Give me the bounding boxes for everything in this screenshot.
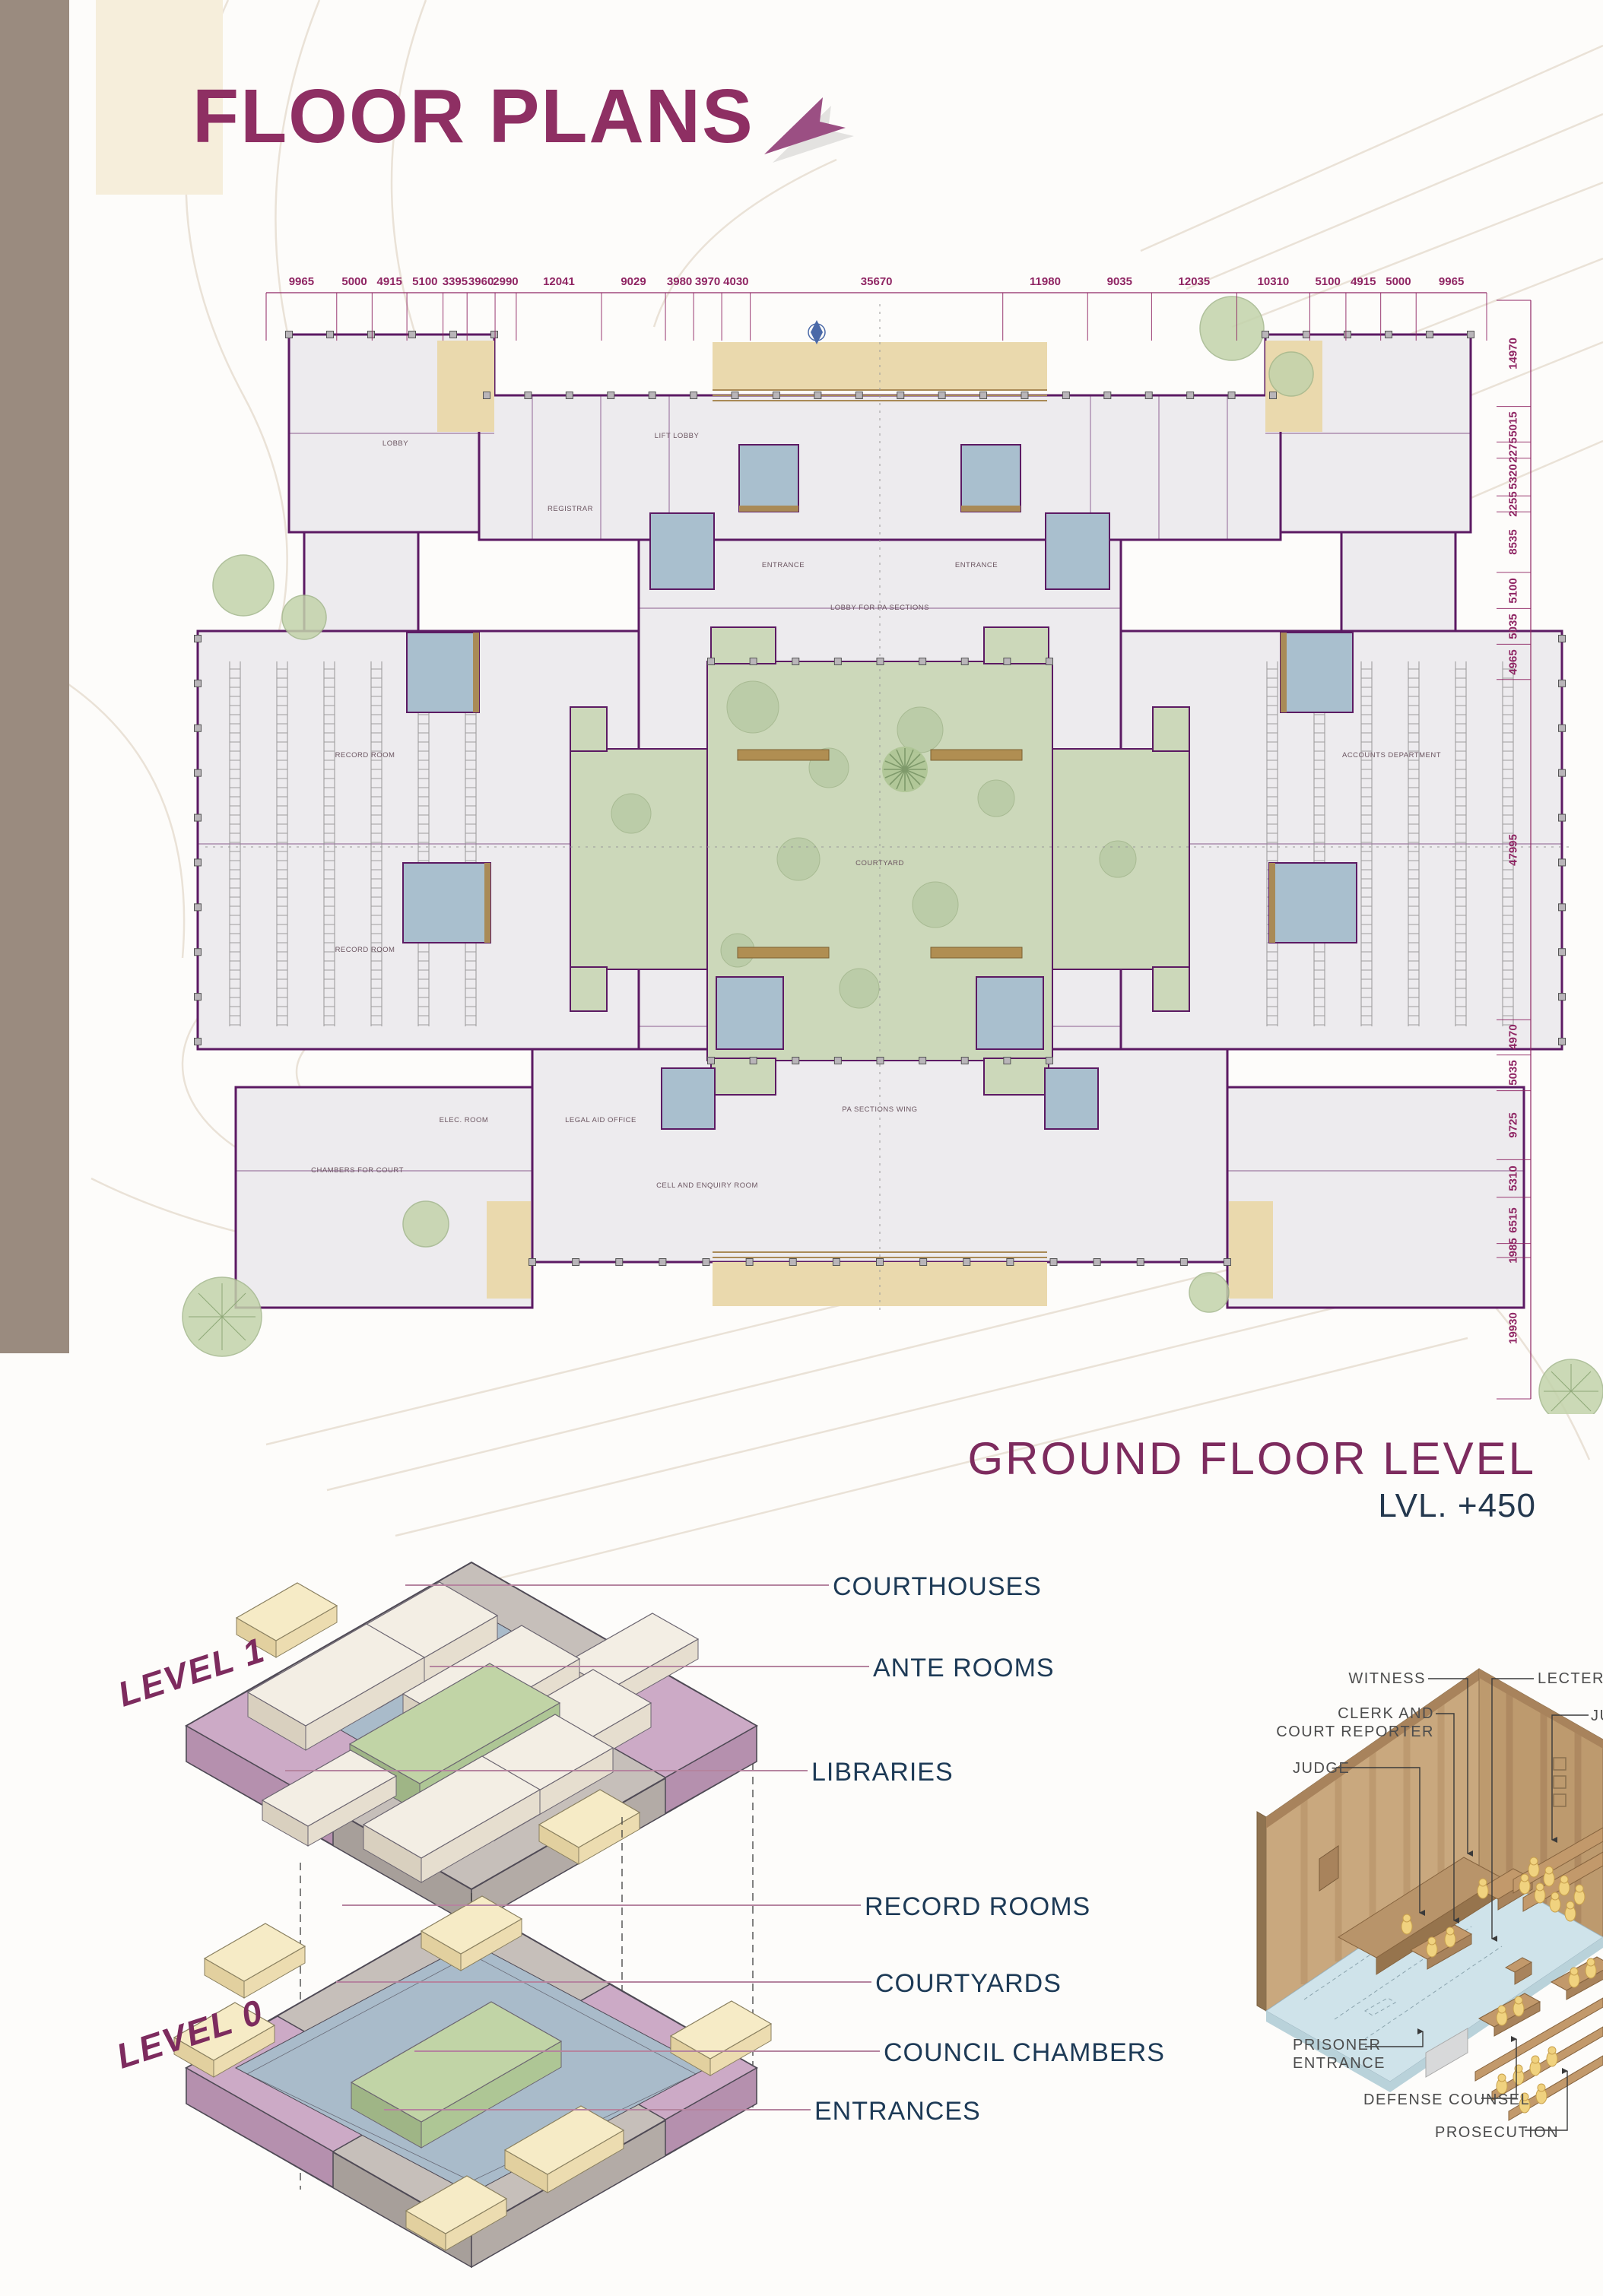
dim-top-value: 3970 bbox=[694, 275, 721, 288]
dim-top-value: 11980 bbox=[1030, 275, 1061, 288]
section-level: LVL. +450 bbox=[1378, 1487, 1536, 1524]
dim-right-value: 5035 bbox=[1506, 614, 1520, 639]
dim-top-value: 3395 bbox=[442, 275, 468, 288]
svg-text:ENTRANCE: ENTRANCE bbox=[762, 561, 805, 569]
axon-label-courtyards: COURTYARDS bbox=[875, 1969, 1062, 1998]
dim-right-value: 1985 bbox=[1506, 1238, 1520, 1264]
courtroom-label-jury: JU bbox=[1591, 1708, 1603, 1724]
dim-top-value: 5100 bbox=[1315, 275, 1341, 288]
dim-top-value: 9035 bbox=[1106, 275, 1132, 288]
dim-right-value: 2255 bbox=[1506, 491, 1520, 517]
shelving-rows bbox=[221, 661, 1539, 1026]
dim-right-value: 8535 bbox=[1506, 529, 1520, 555]
svg-text:CHAMBERS FOR COURT: CHAMBERS FOR COURT bbox=[311, 1166, 404, 1175]
svg-text:RECORD ROOM: RECORD ROOM bbox=[335, 946, 395, 954]
svg-text:CELL AND ENQUIRY ROOM: CELL AND ENQUIRY ROOM bbox=[656, 1181, 758, 1190]
dim-right-value: 14970 bbox=[1506, 337, 1520, 369]
title-accent-block bbox=[96, 0, 223, 195]
svg-text:LEGAL AID OFFICE: LEGAL AID OFFICE bbox=[565, 1116, 636, 1124]
axon-diagram bbox=[173, 1561, 773, 2269]
dim-right-value: 4970 bbox=[1506, 1024, 1520, 1051]
section-title: GROUND FLOOR LEVEL bbox=[967, 1433, 1536, 1484]
axon-label-libraries: LIBRARIES bbox=[811, 1758, 954, 1787]
courtroom-label-judge: JUDGE bbox=[1293, 1760, 1351, 1777]
left-accent-bar bbox=[0, 0, 69, 1353]
dim-top-value: 12041 bbox=[543, 275, 575, 288]
dim-top-value: 3980 bbox=[666, 275, 693, 288]
page-title: FLOOR PLANS bbox=[192, 74, 754, 159]
courtyard-benches bbox=[737, 749, 1023, 959]
svg-text:LIFT LOBBY: LIFT LOBBY bbox=[655, 432, 700, 440]
dim-top-value: 5000 bbox=[1386, 275, 1411, 288]
dim-top-value: 4030 bbox=[723, 275, 749, 288]
svg-text:ENTRANCE: ENTRANCE bbox=[955, 561, 998, 569]
svg-text:RECORD ROOM: RECORD ROOM bbox=[335, 751, 395, 760]
courtroom-label-prisoner-entrance: PRISONER ENTRANCE bbox=[1293, 2037, 1386, 2072]
dim-top-value: 5000 bbox=[341, 275, 367, 288]
dim-right-value: 5310 bbox=[1506, 1165, 1520, 1191]
dim-right-value: 5035 bbox=[1506, 1060, 1520, 1086]
courtroom-label-prosecution: PROSECUTION bbox=[1435, 2124, 1560, 2141]
dim-right-value: 4965 bbox=[1506, 649, 1520, 675]
floor-plan: ENTRANCE ENTRANCE LOBBY REGISTRAR LIFT LOBBY… bbox=[182, 292, 1603, 1414]
svg-text:PA SECTIONS WING: PA SECTIONS WING bbox=[842, 1105, 917, 1114]
svg-text:ACCOUNTS DEPARTMENT: ACCOUNTS DEPARTMENT bbox=[1342, 751, 1441, 760]
room-labels: ENTRANCE ENTRANCE LOBBY REGISTRAR LIFT LOBBY… bbox=[311, 432, 1441, 1190]
wall-columns bbox=[194, 331, 1566, 1266]
dim-top-value: 10310 bbox=[1257, 275, 1290, 288]
svg-text:COURTYARD: COURTYARD bbox=[855, 859, 904, 867]
axon-label-record-rooms: RECORD ROOMS bbox=[865, 1892, 1091, 1921]
svg-text:LOBBY: LOBBY bbox=[382, 439, 408, 448]
dim-top-value: 12035 bbox=[1178, 275, 1211, 288]
axon-label-entrances: ENTRANCES bbox=[814, 2097, 981, 2126]
dim-top-value: 5100 bbox=[412, 275, 438, 288]
courtroom-label-witness: WITNESS bbox=[1348, 1670, 1426, 1687]
dim-right-value: 5320 bbox=[1506, 464, 1520, 490]
dim-right-value: 9725 bbox=[1506, 1112, 1520, 1138]
courtroom-label-lectern: LECTERN bbox=[1538, 1670, 1603, 1687]
axon-level1-boxes bbox=[235, 1581, 700, 1883]
dim-right-value: 47995 bbox=[1506, 833, 1520, 866]
dim-top-value: 9965 bbox=[288, 275, 315, 288]
courtroom-label-defense-counsel: DEFENSE COUNSEL bbox=[1363, 2091, 1531, 2108]
dim-right-value: 6515 bbox=[1506, 1207, 1520, 1233]
palm-tree bbox=[882, 747, 928, 792]
dim-top-value: 3960 bbox=[468, 275, 494, 288]
axon-label-council-chambers: COUNCIL CHAMBERS bbox=[884, 2038, 1165, 2067]
courtroom-leader-lines bbox=[1336, 1678, 1589, 2131]
arrow-icon bbox=[764, 97, 854, 163]
dim-top-value: 4915 bbox=[376, 275, 402, 288]
dim-top-value: 4915 bbox=[1351, 275, 1376, 288]
dimension-lines bbox=[265, 292, 1532, 1400]
dim-right-value: 5100 bbox=[1506, 577, 1520, 604]
dim-right-value: 2275 bbox=[1506, 437, 1520, 463]
dim-right-value: 19930 bbox=[1506, 1312, 1520, 1344]
entrance-plazas bbox=[437, 341, 1322, 1306]
courtroom-diagram bbox=[1256, 1668, 1603, 2131]
axon-label-courthouses: COURTHOUSES bbox=[833, 1572, 1042, 1601]
north-arrow-icon bbox=[808, 320, 826, 344]
axon-level0-boxes bbox=[173, 1895, 773, 2251]
svg-text:REGISTRAR: REGISTRAR bbox=[548, 505, 593, 513]
courtroom-blocks bbox=[402, 444, 1357, 1130]
axon-label-ante-rooms: ANTE ROOMS bbox=[873, 1654, 1055, 1682]
dim-top-value: 35670 bbox=[860, 275, 893, 288]
courtroom-door-strips bbox=[473, 506, 1287, 943]
dim-top-value: 9029 bbox=[621, 275, 646, 288]
svg-text:LOBBY FOR PA SECTIONS: LOBBY FOR PA SECTIONS bbox=[830, 604, 929, 612]
dim-top-value: 9965 bbox=[1438, 275, 1465, 288]
courtroom-label-clerk: CLERK AND COURT REPORTER bbox=[1276, 1705, 1434, 1740]
site-tree-spokes bbox=[189, 1283, 1598, 1412]
centerlines bbox=[205, 304, 1574, 1315]
dim-top-value: 2990 bbox=[493, 275, 519, 288]
dim-right-value: 5015 bbox=[1506, 411, 1520, 437]
svg-text:ELEC. ROOM: ELEC. ROOM bbox=[440, 1116, 489, 1124]
